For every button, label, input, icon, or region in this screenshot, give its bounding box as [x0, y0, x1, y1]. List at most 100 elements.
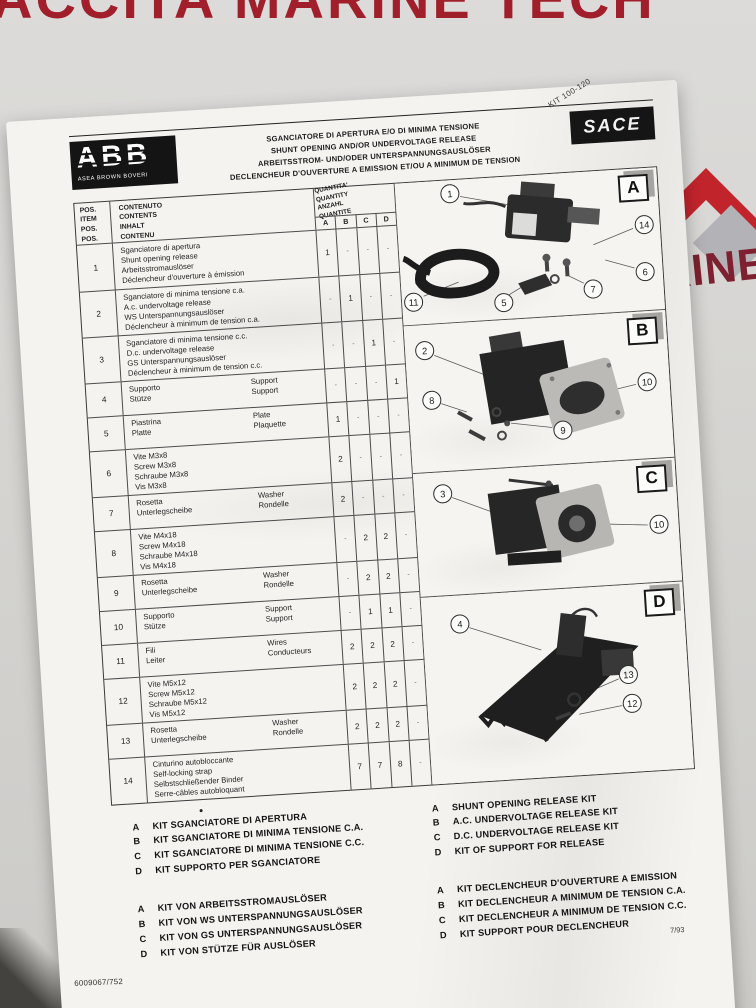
quantity-cell: -	[408, 739, 432, 786]
quantity-cell: -	[394, 511, 418, 558]
quantity-cell: 2	[349, 641, 355, 651]
quantity-cell: -	[403, 659, 427, 706]
diagram-b-illustration	[434, 330, 637, 441]
legend-key: D	[140, 948, 148, 959]
quantity-column-header: QUANTITA' QUANTITY ANZAHL QUANTITE A B C…	[314, 181, 397, 230]
quantity-cell: -	[399, 591, 422, 626]
quantity-cell: -	[346, 574, 350, 583]
quantity-cell: 2	[340, 494, 346, 504]
row-quantities: -1--	[319, 272, 403, 322]
quantity-cell: -	[376, 225, 400, 273]
legend-key: B	[133, 836, 141, 847]
instruction-sheet: KIT 100-120 ABB ASEA BROWN BOVERI SGANCI…	[6, 77, 739, 1008]
quantity-cell: 2	[373, 512, 397, 560]
parts-table: POS. ITEM POS. POS. CONTENUTO CONTENTS I…	[74, 181, 432, 805]
quantity-cell: -	[381, 318, 405, 365]
quantity-cell: -	[366, 399, 389, 434]
quantity-cell: -	[348, 608, 352, 616]
row-pos: 9	[97, 575, 136, 611]
quantity-cell: -	[348, 434, 372, 481]
quantity-cell: 2	[381, 626, 404, 661]
quantity-cell: -	[378, 272, 403, 319]
quantity-cell: -	[386, 397, 410, 433]
diagram-label-d: D	[643, 587, 676, 617]
row-pos: 2	[79, 290, 119, 338]
pos-column-header: POS. ITEM POS. POS.	[74, 201, 113, 245]
quantity-cell: 1	[358, 594, 381, 629]
quantity-cell: -	[344, 366, 367, 401]
quantity-cell: -	[391, 477, 415, 512]
document-number: 6009067/752	[74, 976, 124, 988]
legend-key: A	[132, 821, 140, 832]
quantity-cell: 7	[367, 741, 391, 788]
legend-key: C	[438, 914, 447, 926]
quantity-cell: 2	[353, 514, 377, 561]
legend-key: C	[433, 832, 441, 843]
legend-key: A	[431, 802, 440, 814]
kit-column-b: B	[334, 213, 356, 229]
quantity-cell: 2	[354, 721, 360, 731]
quantity-cell: -	[401, 625, 424, 660]
legend-key: B	[432, 817, 440, 828]
legend-key: D	[439, 929, 448, 940]
abb-logo-text: ABB	[75, 137, 153, 175]
quantity-cell: 1	[361, 319, 385, 366]
row-pos: 8	[94, 529, 134, 577]
backdrop-brand-text-top: ACCITA MARINE TECH	[0, 0, 756, 31]
quantity-cell: 8	[388, 740, 412, 787]
quantity-cell: 1	[338, 274, 362, 321]
diagram-label-b: B	[626, 316, 659, 345]
quantity-cell: -	[335, 227, 359, 275]
legend-key: A	[137, 904, 145, 915]
diagram-a-illustration	[402, 181, 635, 299]
quantity-cell: 1	[378, 592, 402, 628]
quantity-cell: -	[346, 400, 369, 435]
legend-key: A	[436, 885, 445, 896]
row-pos: 11	[102, 643, 141, 679]
quantity-cell: 1	[335, 414, 341, 424]
row-quantities: 1---	[316, 225, 400, 276]
row-pos: 5	[87, 415, 126, 451]
quantity-cell: 2	[365, 707, 389, 743]
row-quantities: ---1	[325, 363, 408, 402]
quantity-cell: -	[358, 273, 382, 320]
content-box: POS. ITEM POS. POS. CONTENUTO CONTENTS I…	[73, 165, 695, 806]
legend-key: C	[139, 933, 147, 945]
diagram-label-a: A	[617, 173, 650, 203]
quantity-cell: -	[334, 381, 338, 389]
quantity-cell: -	[389, 431, 413, 479]
quantity-cell: 2	[356, 560, 379, 595]
quantity-cell: 1	[384, 363, 408, 399]
row-pos: 4	[85, 381, 124, 418]
quantity-cell: 2	[362, 661, 386, 709]
legend-key: B	[138, 918, 146, 930]
sheet-date-code: 7/93	[669, 925, 685, 935]
row-pos: 7	[92, 495, 131, 531]
row-pos: 10	[99, 609, 138, 645]
quantity-cell: 2	[360, 628, 384, 663]
quantity-cell: -	[406, 705, 429, 740]
row-pos: 6	[89, 449, 129, 497]
legend-key: D	[434, 846, 442, 858]
diagram-label-c: C	[635, 463, 668, 493]
abb-logo: ABB ASEA BROWN BOVERI	[69, 135, 179, 190]
sace-logo: SACE	[569, 106, 656, 145]
legend-key: D	[134, 865, 143, 877]
row-quantities: --1-	[322, 318, 405, 368]
quantity-cell: -	[364, 365, 387, 400]
